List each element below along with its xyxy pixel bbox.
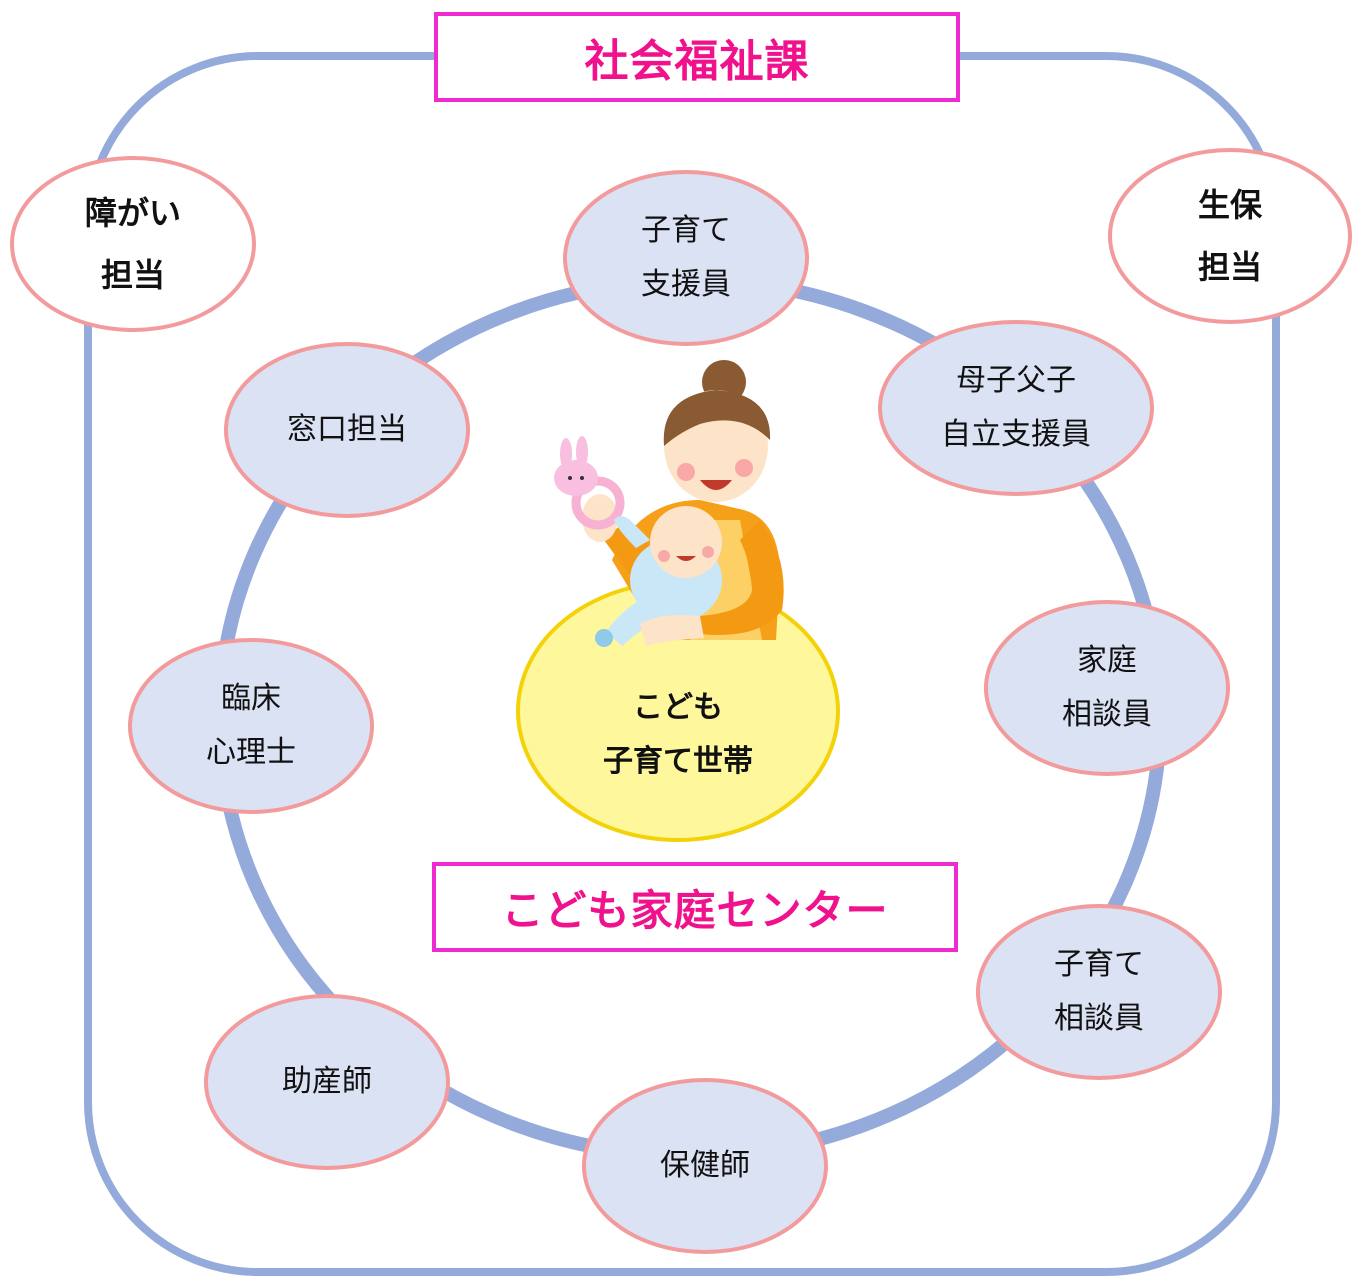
center-title: こども家庭センター <box>432 862 958 952</box>
role-line: 家庭 <box>1077 643 1137 678</box>
role-line: 担当 <box>100 256 165 294</box>
role-line: 支援員 <box>641 267 731 302</box>
target-ellipse <box>516 580 840 842</box>
department-title-text: 社会福祉課 <box>584 36 810 87</box>
role-welfare-assistance: 生保 担当 <box>1108 148 1352 324</box>
target-line: こども <box>633 690 723 725</box>
role-line: 心理士 <box>206 735 296 770</box>
role-clinical-psychologist: 臨床 心理士 <box>128 638 374 814</box>
role-line: 障がい <box>84 194 181 232</box>
role-public-health-nurse: 保健師 <box>582 1078 828 1254</box>
role-single-parent-support-worker: 母子父子 自立支援員 <box>878 320 1154 496</box>
role-family-counselor: 家庭 相談員 <box>984 600 1230 776</box>
role-childcare-support-worker: 子育て 支援員 <box>563 170 809 346</box>
role-line: 臨床 <box>221 681 281 716</box>
role-line: 相談員 <box>1054 1001 1144 1036</box>
role-line: 助産師 <box>282 1064 372 1099</box>
target-label: こども 子育て世帯 <box>516 680 840 790</box>
role-line: 生保 <box>1197 186 1262 224</box>
role-line: 窓口担当 <box>287 412 407 447</box>
role-line: 自立支援員 <box>941 417 1091 452</box>
role-line: 子育て <box>641 213 731 248</box>
role-line: 担当 <box>1197 248 1262 286</box>
department-title: 社会福祉課 <box>434 12 960 102</box>
role-disability: 障がい 担当 <box>10 156 256 332</box>
role-line: 母子父子 <box>956 363 1076 398</box>
role-line: 相談員 <box>1062 697 1152 732</box>
role-front-desk: 窓口担当 <box>224 342 470 518</box>
role-midwife: 助産師 <box>204 994 450 1170</box>
role-line: 子育て <box>1054 947 1144 982</box>
role-line: 保健師 <box>660 1148 750 1183</box>
center-title-text: こども家庭センター <box>501 885 889 935</box>
target-line: 子育て世帯 <box>603 744 753 779</box>
role-childcare-counselor: 子育て 相談員 <box>976 904 1222 1080</box>
